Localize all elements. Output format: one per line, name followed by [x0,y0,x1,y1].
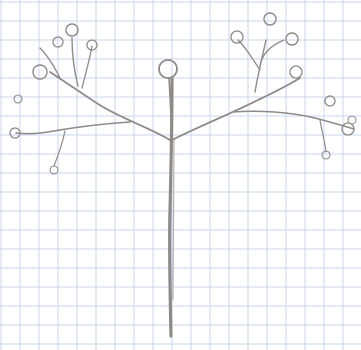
pencil-plant-drawing [10,13,356,336]
left-branch [50,72,170,140]
right-branch-drop [320,120,326,152]
right-bud-3 [231,31,243,43]
left-bud-7 [14,95,22,103]
left-branch-drop [54,131,65,166]
left-branch-lower [16,122,130,134]
main-stem-shade [173,140,174,300]
right-bud-2 [286,33,298,45]
right-bud-1 [264,13,276,25]
left-branch-up-3 [40,48,60,78]
left-bud-1 [66,24,78,36]
right-branch-up-3 [238,40,260,70]
right-bud-8 [348,116,356,124]
right-bud-4 [290,66,302,78]
left-bud-4 [33,65,47,79]
right-branch-lower [232,111,354,129]
top-flower-bud [159,60,177,78]
left-branch-up-2 [82,46,92,88]
